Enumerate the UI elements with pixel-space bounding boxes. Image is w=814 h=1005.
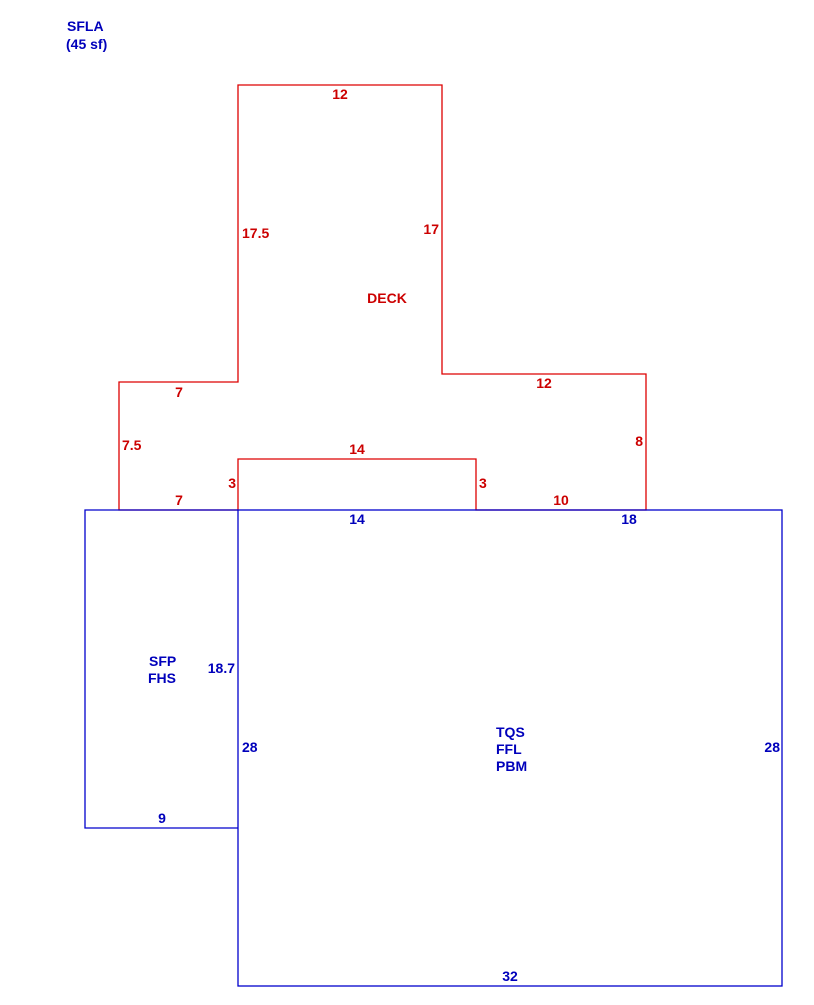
side-room-outline bbox=[84, 509, 238, 829]
deck-dim-upper-right: 17 bbox=[423, 221, 439, 237]
deck-label: DECK bbox=[367, 290, 407, 306]
deck-dim-notch-right: 3 bbox=[479, 475, 487, 491]
deck-dim-upper-left: 17.5 bbox=[242, 225, 269, 241]
deck-dim-notch-top: 14 bbox=[349, 441, 365, 457]
side-dim-right: 18.7 bbox=[208, 660, 235, 676]
deck-dim-step-right-side: 8 bbox=[635, 433, 643, 449]
deck-outline bbox=[118, 84, 647, 511]
side-label-2: FHS bbox=[148, 670, 176, 686]
deck-dim-notch-left: 3 bbox=[228, 475, 236, 491]
deck-dim-step-left-bottom: 7 bbox=[175, 492, 183, 508]
main-dim-right: 28 bbox=[764, 739, 780, 755]
deck-dim-top: 12 bbox=[332, 86, 348, 102]
main-dim-bottom: 32 bbox=[502, 968, 518, 984]
side-dim-bottom: 9 bbox=[158, 810, 166, 826]
main-dim-top-right: 18 bbox=[621, 511, 637, 527]
deck-dim-step-left-top: 7 bbox=[175, 384, 183, 400]
sfla-area: (45 sf) bbox=[66, 36, 107, 52]
main-room-outline bbox=[237, 509, 783, 987]
main-label-1: TQS bbox=[496, 724, 525, 740]
deck-dim-step-right-top: 12 bbox=[536, 375, 552, 391]
main-dim-top-left: 14 bbox=[349, 511, 365, 527]
sfla-title: SFLA bbox=[67, 18, 104, 34]
side-label-1: SFP bbox=[149, 653, 176, 669]
deck-dim-step-right-bottom: 10 bbox=[553, 492, 569, 508]
main-label-2: FFL bbox=[496, 741, 522, 757]
main-label-3: PBM bbox=[496, 758, 527, 774]
main-dim-left: 28 bbox=[242, 739, 258, 755]
deck-dim-step-left-side: 7.5 bbox=[122, 437, 142, 453]
